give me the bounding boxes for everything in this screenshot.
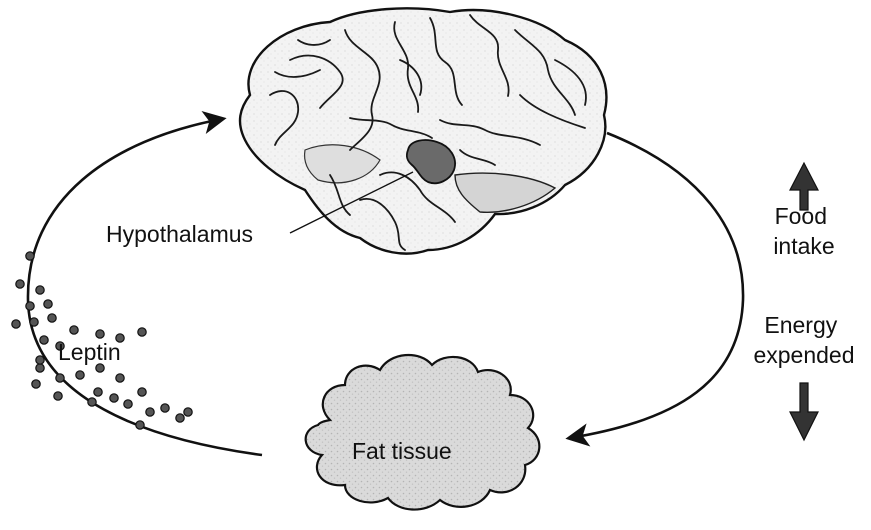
leptin-molecule (40, 336, 48, 344)
energy-expended-label-line2: expended (753, 342, 854, 368)
fat-tissue-cloud (306, 355, 540, 510)
leptin-molecule (44, 300, 52, 308)
leptin-molecule (184, 408, 192, 416)
leptin-molecule (88, 398, 96, 406)
leptin-molecule (32, 380, 40, 388)
leptin-molecule (36, 286, 44, 294)
leptin-molecule (36, 364, 44, 372)
leptin-molecule (96, 330, 104, 338)
leptin-molecule (12, 320, 20, 328)
leptin-molecule (48, 314, 56, 322)
energy-expended-label-line1: Energy (764, 312, 837, 338)
leptin-molecule (96, 364, 104, 372)
leptin-molecule (176, 414, 184, 422)
food-intake-label: Food intake (773, 203, 834, 259)
leptin-molecule (161, 404, 169, 412)
leptin-molecule (138, 388, 146, 396)
hypothalamus-label: Hypothalamus (106, 221, 253, 247)
leptin-molecule (116, 374, 124, 382)
leptin-label: Leptin (58, 339, 121, 365)
leptin-molecule (36, 356, 44, 364)
leptin-molecule (16, 280, 24, 288)
leptin-molecule (136, 421, 144, 429)
food-intake-label-line2: intake (773, 233, 834, 259)
fat-tissue-illustration (306, 355, 540, 510)
leptin-molecule (110, 394, 118, 402)
leptin-molecule (70, 326, 78, 334)
fat-tissue-label: Fat tissue (352, 438, 452, 464)
leptin-molecule (138, 328, 146, 336)
leptin-molecule (26, 252, 34, 260)
leptin-molecule (76, 371, 84, 379)
leptin-molecule (94, 388, 102, 396)
energy-expended-indicator (790, 383, 818, 440)
leptin-molecule (56, 374, 64, 382)
leptin-molecule (30, 318, 38, 326)
brain-outline (240, 8, 606, 253)
brain-illustration (240, 8, 606, 253)
leptin-molecule (124, 400, 132, 408)
leptin-molecule (54, 392, 62, 400)
energy-expended-label: Energy expended (753, 312, 854, 368)
brain-to-fat-arrow (570, 133, 743, 438)
leptin-molecule (146, 408, 154, 416)
leptin-molecule (26, 302, 34, 310)
down-arrow-icon (790, 383, 818, 440)
leptin-to-brain-arrow (28, 119, 262, 455)
food-intake-label-line1: Food (775, 203, 827, 229)
